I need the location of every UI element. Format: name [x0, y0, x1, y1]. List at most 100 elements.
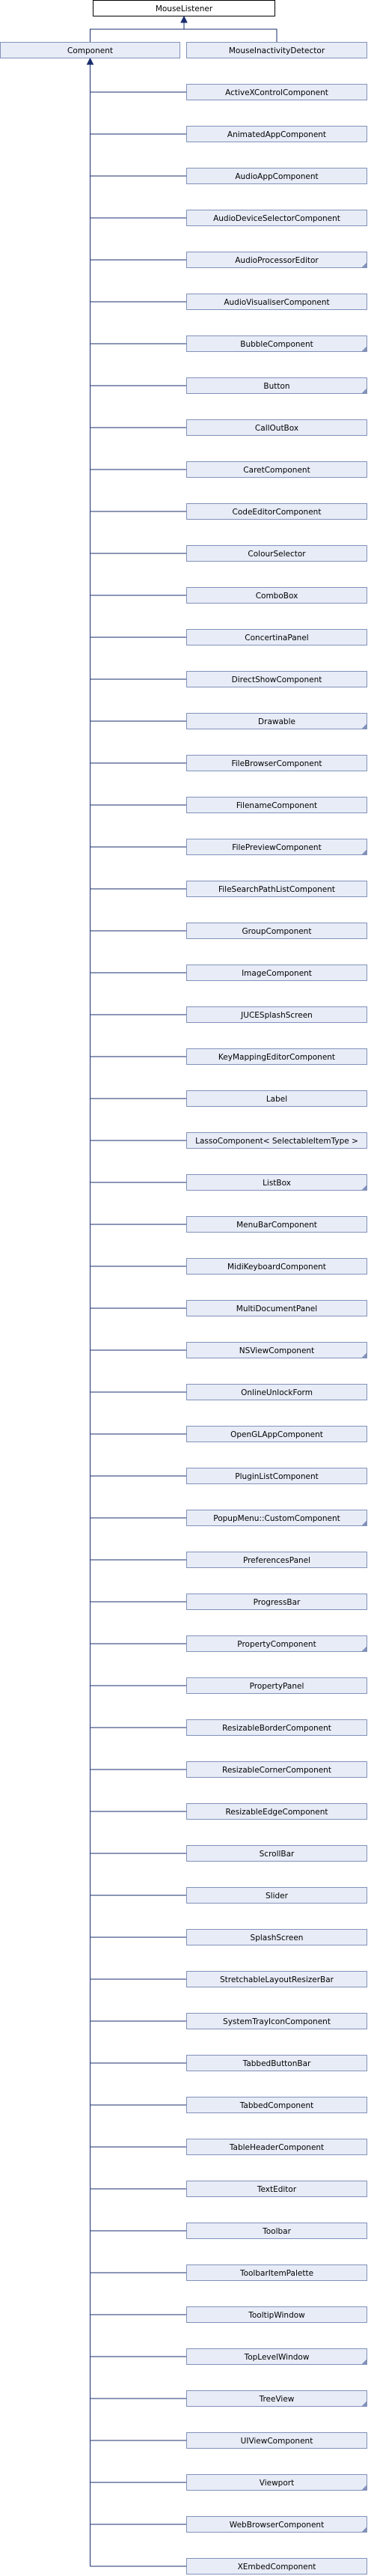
node-listbox[interactable]: ListBox: [186, 1174, 367, 1191]
node-box[interactable]: [186, 1594, 367, 1610]
node-box[interactable]: [186, 881, 367, 897]
node-propertycomponent[interactable]: PropertyComponent: [186, 1635, 367, 1652]
node-box[interactable]: [186, 1216, 367, 1233]
node-box[interactable]: [186, 2516, 367, 2533]
node-box[interactable]: [186, 923, 367, 939]
node-box[interactable]: [186, 1635, 367, 1652]
node-animatedappcomponent[interactable]: AnimatedAppComponent: [186, 126, 367, 142]
node-uiviewcomponent[interactable]: UIViewComponent: [186, 2432, 367, 2449]
node-box[interactable]: [186, 252, 367, 268]
node-filepreviewcomponent[interactable]: FilePreviewComponent: [186, 839, 367, 855]
node-jucesplashscreen[interactable]: JUCESplashScreen: [186, 1006, 367, 1023]
node-tableheadercomponent[interactable]: TableHeaderComponent: [186, 2139, 367, 2155]
node-box[interactable]: [186, 2432, 367, 2449]
node-box[interactable]: [186, 377, 367, 394]
node-openglappcomponent[interactable]: OpenGLAppComponent: [186, 1426, 367, 1442]
node-box[interactable]: [186, 2474, 367, 2491]
node-box[interactable]: [186, 84, 367, 100]
node-box[interactable]: [186, 1006, 367, 1023]
node-box[interactable]: [186, 2348, 367, 2365]
node-box[interactable]: [186, 294, 367, 310]
node-lassocomponent-selectableitemtype[interactable]: LassoComponent< SelectableItemType >: [186, 1132, 367, 1149]
node-scrollbar[interactable]: ScrollBar: [186, 1845, 367, 1862]
node-button[interactable]: Button: [186, 377, 367, 394]
node-box[interactable]: [186, 2390, 367, 2407]
node-filebrowsercomponent[interactable]: FileBrowserComponent: [186, 755, 367, 771]
node-box[interactable]: [186, 1342, 367, 1358]
node-caretcomponent[interactable]: CaretComponent: [186, 461, 367, 478]
node-popupmenu-customcomponent[interactable]: PopupMenu::CustomComponent: [186, 1510, 367, 1526]
node-box[interactable]: [186, 2558, 367, 2575]
node-box[interactable]: [186, 1468, 367, 1484]
node-box[interactable]: [186, 1426, 367, 1442]
node-resizablecornercomponent[interactable]: ResizableCornerComponent: [186, 1761, 367, 1778]
node-preferencespanel[interactable]: PreferencesPanel: [186, 1552, 367, 1568]
node-box[interactable]: [186, 1090, 367, 1107]
node-box[interactable]: [186, 1677, 367, 1694]
node-treeview[interactable]: TreeView: [186, 2390, 367, 2407]
node-box[interactable]: [186, 461, 367, 478]
node-box[interactable]: [186, 2181, 367, 2197]
node-toolbaritempalette[interactable]: ToolbarItemPalette: [186, 2264, 367, 2281]
node-nsviewcomponent[interactable]: NSViewComponent: [186, 1342, 367, 1358]
node-mouseinactivitydetector[interactable]: MouseInactivityDetector: [186, 42, 367, 58]
node-box[interactable]: [186, 1761, 367, 1778]
node-box[interactable]: [186, 1258, 367, 1275]
node-audiodeviceselectorcomponent[interactable]: AudioDeviceSelectorComponent: [186, 210, 367, 226]
node-box[interactable]: [186, 1971, 367, 1987]
node-filenamecomponent[interactable]: FilenameComponent: [186, 797, 367, 813]
node-box[interactable]: [186, 2306, 367, 2323]
node-box[interactable]: [186, 755, 367, 771]
node-audioprocessoreditor[interactable]: AudioProcessorEditor: [186, 252, 367, 268]
node-drawable[interactable]: Drawable: [186, 713, 367, 729]
node-toplevelwindow[interactable]: TopLevelWindow: [186, 2348, 367, 2365]
node-resizableedgecomponent[interactable]: ResizableEdgeComponent: [186, 1803, 367, 1820]
node-codeeditorcomponent[interactable]: CodeEditorComponent: [186, 503, 367, 520]
node-audioappcomponent[interactable]: AudioAppComponent: [186, 168, 367, 184]
node-splashscreen[interactable]: SplashScreen: [186, 1929, 367, 1945]
node-box[interactable]: [186, 1510, 367, 1526]
node-box[interactable]: [186, 1887, 367, 1904]
node-tabbedbuttonbar[interactable]: TabbedButtonBar: [186, 2055, 367, 2071]
node-menubarcomponent[interactable]: MenuBarComponent: [186, 1216, 367, 1233]
node-box[interactable]: [186, 671, 367, 687]
node-tooltipwindow[interactable]: TooltipWindow: [186, 2306, 367, 2323]
node-propertypanel[interactable]: PropertyPanel: [186, 1677, 367, 1694]
node-resizablebordercomponent[interactable]: ResizableBorderComponent: [186, 1719, 367, 1736]
node-audiovisualisercomponent[interactable]: AudioVisualiserComponent: [186, 294, 367, 310]
node-box[interactable]: [186, 1048, 367, 1065]
node-box[interactable]: [186, 797, 367, 813]
node-keymappingeditorcomponent[interactable]: KeyMappingEditorComponent: [186, 1048, 367, 1065]
node-box[interactable]: [186, 965, 367, 981]
node-colourselector[interactable]: ColourSelector: [186, 545, 367, 562]
node-mouselistener[interactable]: MouseListener: [93, 0, 275, 16]
node-calloutbox[interactable]: CallOutBox: [186, 419, 367, 436]
node-pluginlistcomponent[interactable]: PluginListComponent: [186, 1468, 367, 1484]
node-onlineunlockform[interactable]: OnlineUnlockForm: [186, 1384, 367, 1400]
node-filesearchpathlistcomponent[interactable]: FileSearchPathListComponent: [186, 881, 367, 897]
node-concertinapanel[interactable]: ConcertinaPanel: [186, 629, 367, 645]
node-box[interactable]: [186, 126, 367, 142]
node-box[interactable]: [0, 42, 180, 58]
node-progressbar[interactable]: ProgressBar: [186, 1594, 367, 1610]
node-groupcomponent[interactable]: GroupComponent: [186, 923, 367, 939]
node-box[interactable]: [186, 1845, 367, 1862]
node-box[interactable]: [186, 2223, 367, 2239]
node-midikeyboardcomponent[interactable]: MidiKeyboardComponent: [186, 1258, 367, 1275]
node-box[interactable]: [186, 1300, 367, 1316]
node-box[interactable]: [186, 210, 367, 226]
node-imagecomponent[interactable]: ImageComponent: [186, 965, 367, 981]
node-box[interactable]: [186, 42, 367, 58]
node-box[interactable]: [93, 0, 275, 16]
node-box[interactable]: [186, 1803, 367, 1820]
node-box[interactable]: [186, 1384, 367, 1400]
node-directshowcomponent[interactable]: DirectShowComponent: [186, 671, 367, 687]
node-box[interactable]: [186, 2013, 367, 2029]
node-box[interactable]: [186, 1552, 367, 1568]
node-box[interactable]: [186, 335, 367, 352]
node-box[interactable]: [186, 2097, 367, 2113]
node-activexcontrolcomponent[interactable]: ActiveXControlComponent: [186, 84, 367, 100]
node-box[interactable]: [186, 587, 367, 604]
node-component[interactable]: Component: [0, 42, 180, 58]
node-systemtrayiconcomponent[interactable]: SystemTrayIconComponent: [186, 2013, 367, 2029]
